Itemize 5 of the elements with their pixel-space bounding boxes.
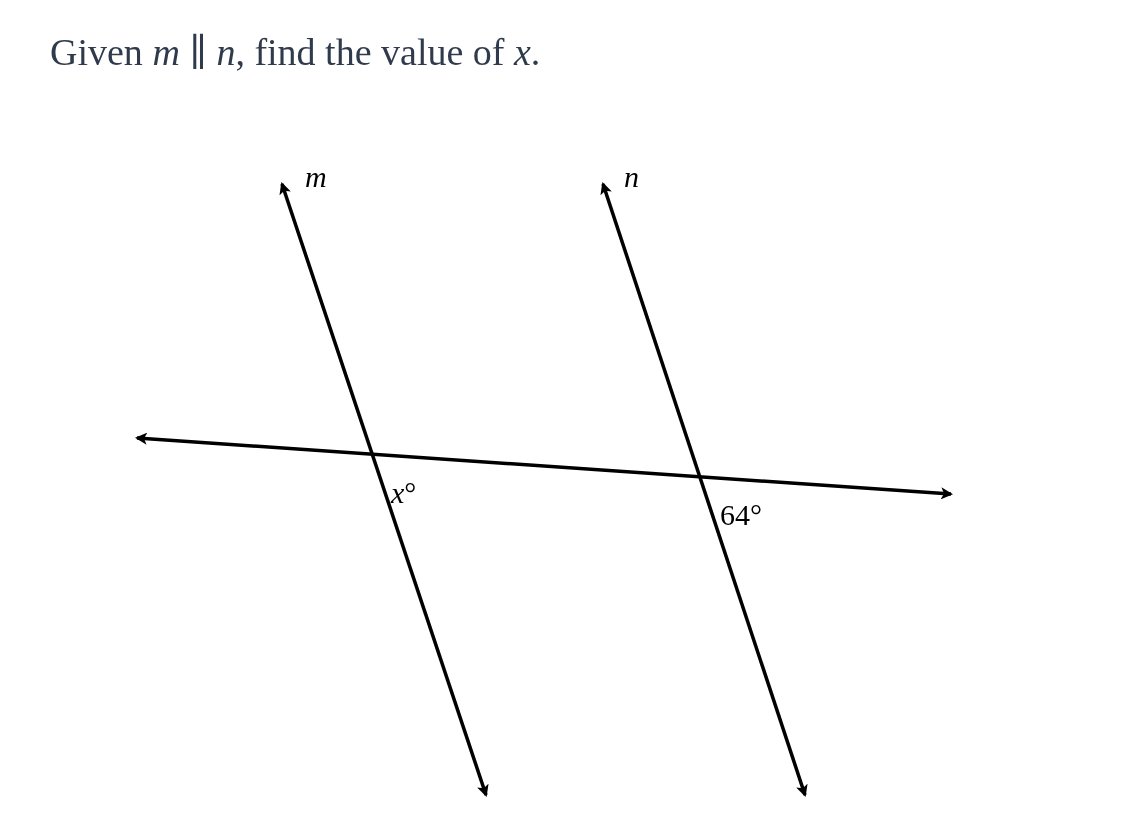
line-label: n	[624, 162, 639, 192]
angle-label: 64°	[720, 500, 762, 530]
angle-label: x°	[391, 478, 417, 508]
question-title: Given m ∥ n, find the value of x.	[50, 30, 541, 74]
line-label: m	[305, 162, 327, 192]
